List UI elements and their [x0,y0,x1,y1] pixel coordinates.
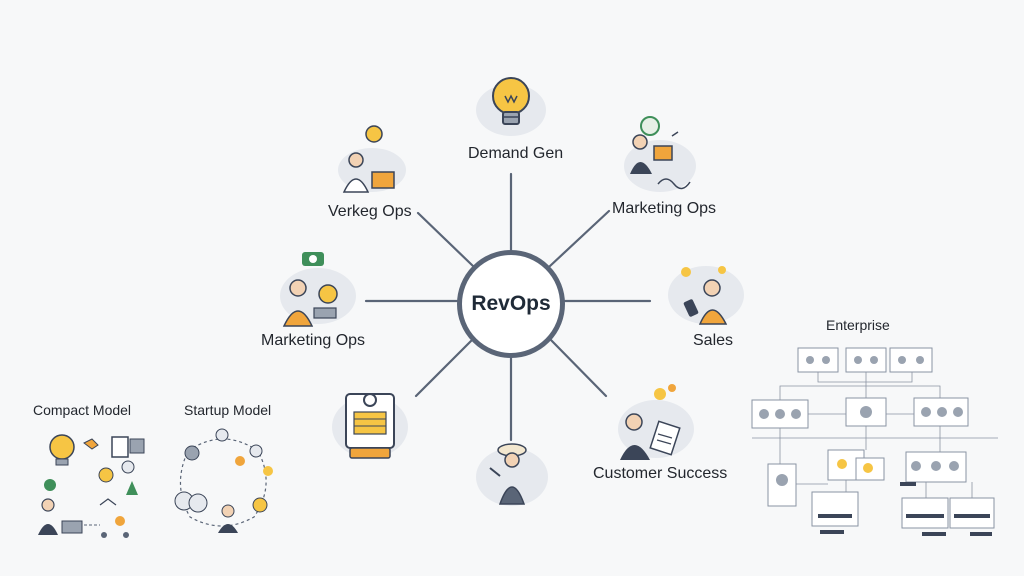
label-enterprise: Enterprise [826,317,890,333]
person-with-lightbulb-icon [282,252,338,327]
label-startup-model: Startup Model [184,402,272,418]
compact-model-illustration [38,434,145,538]
lightbulb-icon [492,77,530,125]
node-bottom-left [330,388,410,464]
hub-label: RevOps [471,292,551,315]
label-demand-gen: Demand Gen [468,145,564,162]
node-bottom [474,438,550,508]
person-presenting-icon [630,116,691,190]
node-marketing-ops-left [278,248,360,328]
node-customer-success [612,382,700,462]
person-at-desk-icon [342,125,395,193]
node-sales [664,260,748,330]
label-marketing-ops-left: Marketing Ops [261,332,366,349]
spoke-line-verkeg-ops [416,211,475,268]
enterprise-org-chart [751,347,998,536]
label-customer-success: Customer Success [593,465,728,482]
node-verkeg-ops [338,120,408,194]
clipboard-dashboard-icon [345,393,395,459]
label-sales: Sales [693,332,734,349]
revops-hub: RevOps [457,250,565,358]
spoke-line-customer-success [548,337,608,398]
label-verkeg-ops: Verkeg Ops [328,203,412,220]
label-compact-model: Compact Model [33,402,132,418]
node-demand-gen [470,66,552,142]
label-marketing-ops-right: Marketing Ops [612,200,717,217]
spoke-line-bottom-left [414,337,475,398]
spoke-line-marketing-ops-right [548,209,611,268]
person-with-phone-icon [681,266,728,325]
person-with-clipboard-icon [620,384,681,460]
person-with-hat-icon [489,443,527,505]
node-marketing-ops-right [610,112,702,196]
startup-model-illustration [174,428,273,533]
